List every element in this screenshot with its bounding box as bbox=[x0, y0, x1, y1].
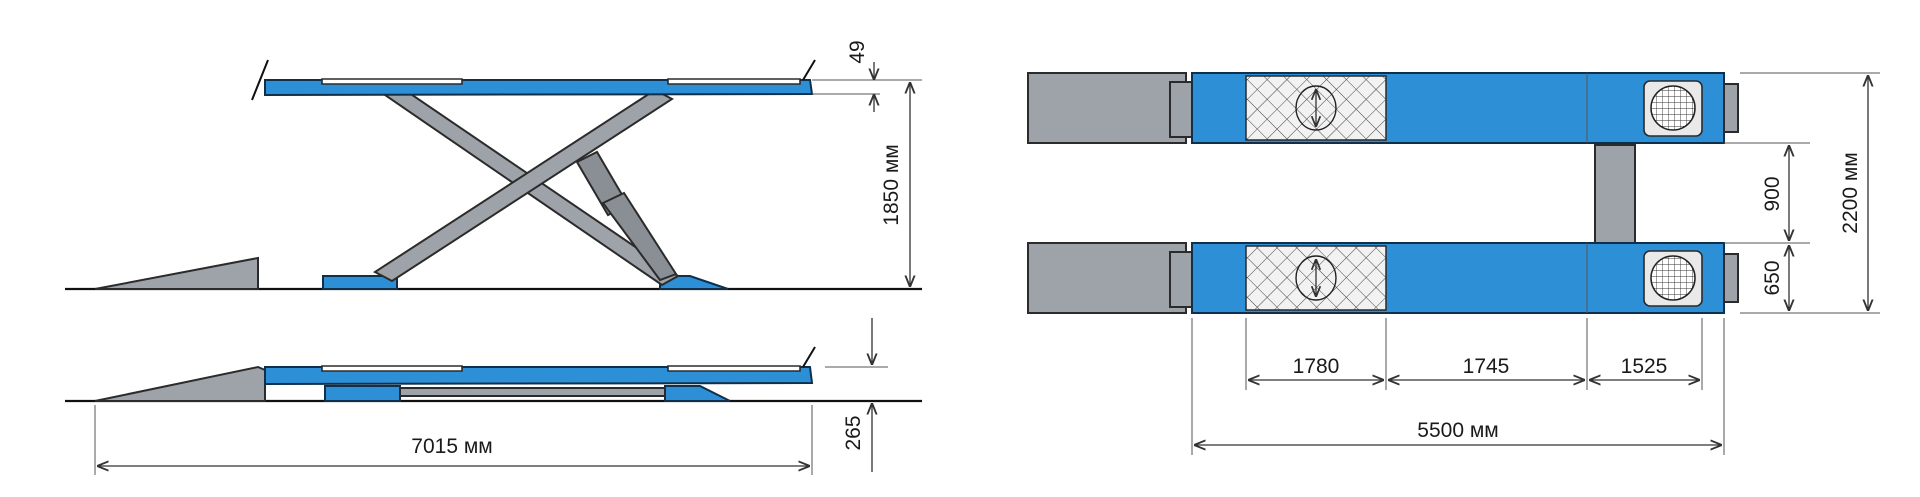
wheel-plate-low-1 bbox=[321, 365, 463, 372]
cross-beam bbox=[1594, 144, 1636, 246]
stop-top-2 bbox=[1723, 253, 1739, 303]
rear-ramp-flap bbox=[802, 59, 816, 81]
side-view-raised: 49 1850 мм bbox=[65, 40, 922, 291]
dim-min-height: 265 bbox=[842, 415, 865, 450]
dim-section-1: 1780 bbox=[1293, 355, 1340, 378]
dim-overall-width: 2200 мм bbox=[1839, 152, 1862, 233]
ramp-lowered bbox=[94, 365, 266, 402]
dim-section-2: 1745 bbox=[1463, 355, 1510, 378]
dim-platform-length: 5500 мм bbox=[1417, 419, 1498, 442]
dim-section-3: 1525 bbox=[1621, 355, 1668, 378]
scissor-arm-rear bbox=[373, 88, 674, 283]
track-1 bbox=[1027, 72, 1739, 144]
dim-track-width: 650 bbox=[1761, 260, 1784, 295]
wheel-plate-low-2 bbox=[667, 365, 801, 372]
ramp-raised bbox=[94, 256, 259, 290]
dim-platform-thickness: 49 bbox=[846, 40, 869, 63]
base-lowered-left bbox=[324, 385, 401, 402]
track-2 bbox=[1027, 242, 1739, 314]
dim-overall-length: 7015 мм bbox=[411, 435, 492, 458]
hydraulic-cylinder-rod bbox=[601, 191, 678, 282]
dim-lift-height: 1850 мм bbox=[880, 144, 903, 225]
base-plate-left bbox=[322, 275, 398, 290]
top-view: 900 650 2200 мм 1780 1745 1525 5500 мм bbox=[1027, 72, 1880, 455]
ramp-top-2 bbox=[1027, 242, 1187, 314]
side-view-lowered: 265 7015 мм bbox=[65, 318, 922, 475]
wheel-plate-2 bbox=[667, 78, 801, 85]
ramp-top-1 bbox=[1027, 72, 1187, 144]
folded-arms bbox=[399, 387, 666, 397]
front-ramp-flap bbox=[251, 59, 269, 101]
base-lowered-right bbox=[664, 385, 731, 402]
wheel-plate-1 bbox=[321, 78, 463, 85]
dim-inner-gap: 900 bbox=[1761, 176, 1784, 211]
stop-top-1 bbox=[1723, 83, 1739, 133]
